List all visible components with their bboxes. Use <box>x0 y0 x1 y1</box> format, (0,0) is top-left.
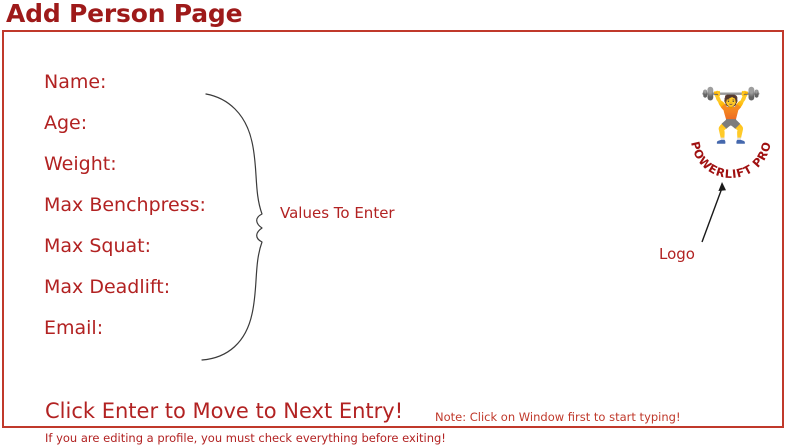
field-label-email: Email: <box>44 317 104 339</box>
field-label-name: Name: <box>44 71 107 93</box>
field-label-age: Age: <box>44 112 88 134</box>
field-label-weight: Weight: <box>44 153 117 175</box>
field-label-max-deadlift: Max Deadlift: <box>44 276 171 298</box>
field-label-max-squat: Max Squat: <box>44 235 151 257</box>
field-label-list: Name: Age: Weight: Max Benchpress: Max S… <box>44 62 274 349</box>
form-panel: Name: Age: Weight: Max Benchpress: Max S… <box>2 30 784 445</box>
logo-callout-arrow-icon <box>701 182 726 243</box>
logo-arc-text: POWERLIFT PRO <box>688 140 774 178</box>
footer-heading: Click Enter to Move to Next Entry! <box>45 399 404 423</box>
brace-annotation-label: Values To Enter <box>280 204 395 222</box>
footer-note: Note: Click on Window first to start typ… <box>435 410 681 424</box>
page-title: Add Person Page <box>6 0 243 28</box>
footer-subtext: If you are editing a profile, you must c… <box>45 431 446 445</box>
logo-arc-label: POWERLIFT PRO <box>688 140 774 178</box>
weightlifter-icon: 🏋 <box>698 86 764 146</box>
logo-arc-textpath: POWERLIFT PRO <box>688 140 773 178</box>
logo-callout-label: Logo <box>659 245 695 263</box>
field-label-max-benchpress: Max Benchpress: <box>44 194 206 216</box>
logo: 🏋 POWERLIFT PRO <box>685 86 777 178</box>
